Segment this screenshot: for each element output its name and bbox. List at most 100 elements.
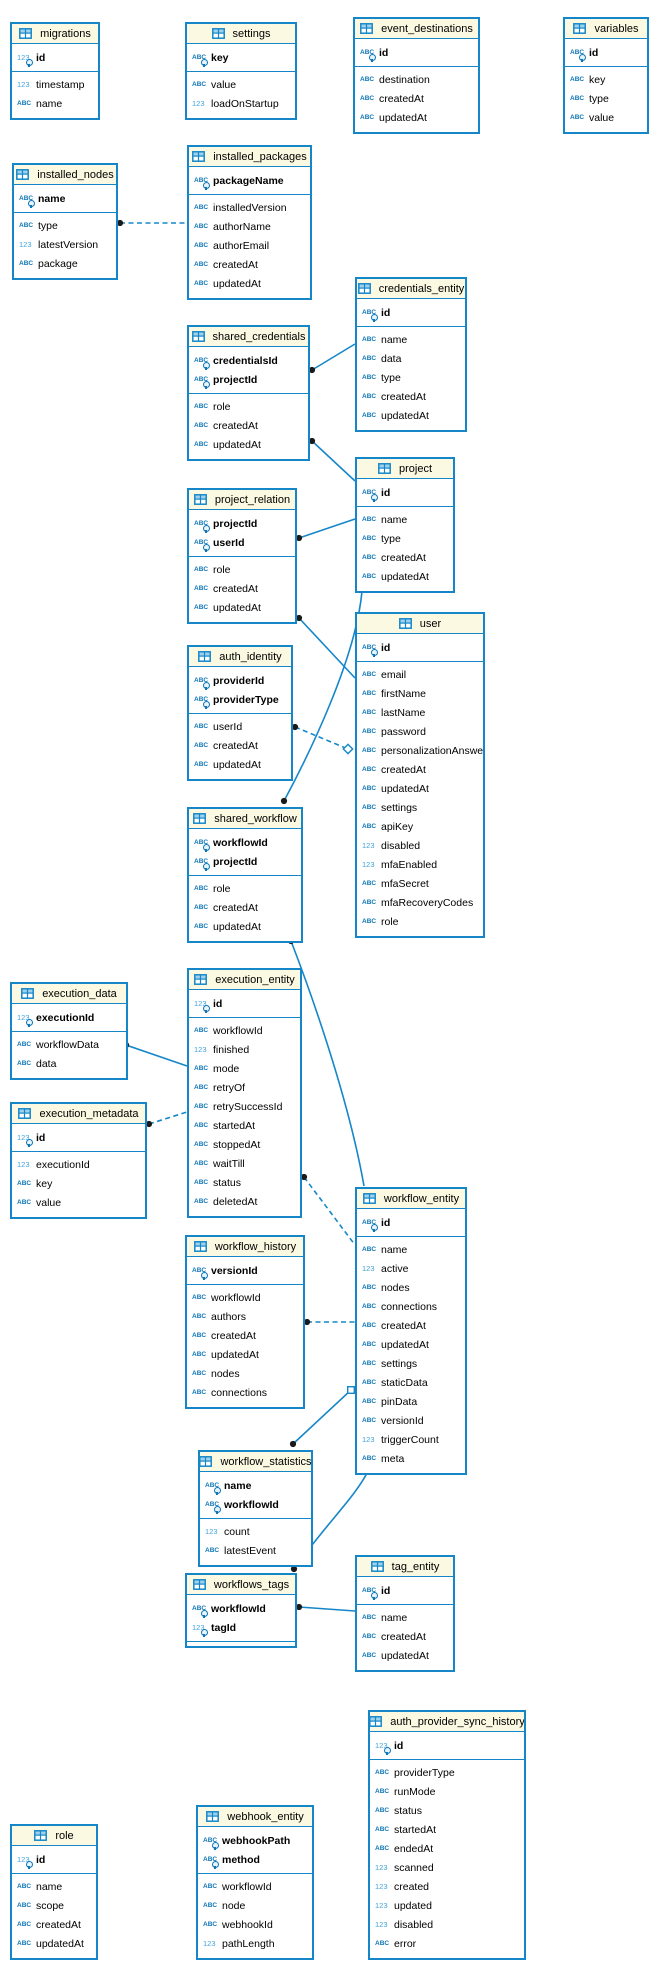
relationship-auth_identity--user[interactable] xyxy=(294,726,349,750)
table-header-webhook_entity[interactable]: webhook_entity xyxy=(198,1807,312,1827)
table-header-workflows_tags[interactable]: workflows_tags xyxy=(187,1575,295,1595)
table-header-installed_packages[interactable]: installed_packages xyxy=(189,147,310,167)
table-header-event_destinations[interactable]: event_destinations xyxy=(355,19,478,39)
table-header-tag_entity[interactable]: tag_entity xyxy=(357,1557,453,1577)
relationship-workflow_statistics--workflow_entity[interactable] xyxy=(292,1389,352,1445)
table-header-execution_entity[interactable]: execution_entity xyxy=(189,970,300,990)
table-header-execution_data[interactable]: execution_data xyxy=(12,984,126,1004)
table-header-shared_credentials[interactable]: shared_credentials xyxy=(189,327,308,347)
table-header-project_relation[interactable]: project_relation xyxy=(189,490,295,510)
table-header-shared_workflow[interactable]: shared_workflow xyxy=(189,809,301,829)
relationship-shared_workflow--workflow_entity[interactable] xyxy=(290,940,365,1187)
table-header-execution_metadata[interactable]: execution_metadata xyxy=(12,1104,145,1124)
relationship-execution_entity--workflow_entity[interactable] xyxy=(303,1176,356,1246)
table-header-user[interactable]: user xyxy=(357,614,483,634)
